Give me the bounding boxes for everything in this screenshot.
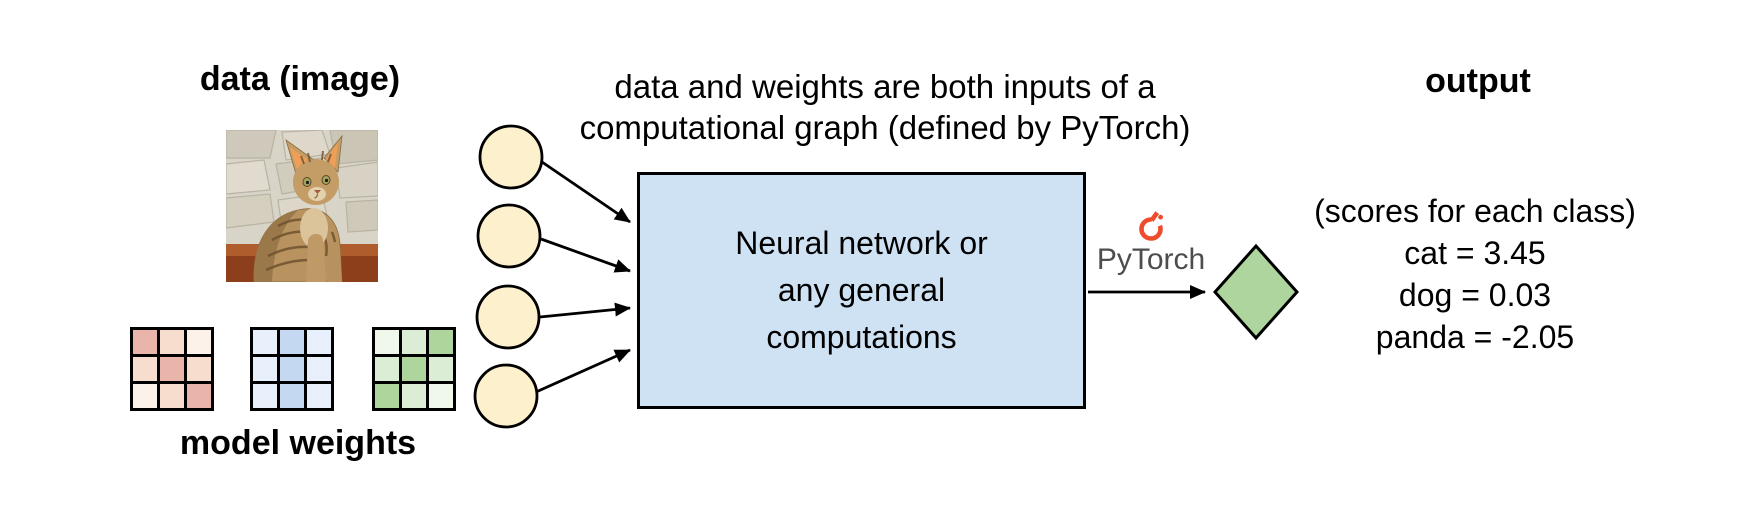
weight-cell	[160, 330, 184, 354]
weight-cell	[429, 384, 453, 408]
weight-cell	[375, 330, 399, 354]
weight-cell	[375, 357, 399, 381]
model-weights-label: model weights	[179, 424, 417, 462]
weight-cell	[402, 330, 426, 354]
weight-cell	[402, 384, 426, 408]
data-image-label: data (image)	[199, 60, 401, 98]
input-arrow-3	[539, 302, 631, 319]
box-line-2: any general	[777, 272, 946, 308]
score-line-panda: panda = -2.05	[1375, 319, 1575, 355]
weight-cell	[402, 357, 426, 381]
diagram-caption: data and weights are both inputs of a co…	[555, 66, 1215, 148]
weight-cell	[187, 384, 211, 408]
weight-cell	[307, 357, 331, 381]
weight-grid-green	[372, 327, 456, 411]
weight-cell	[133, 330, 157, 354]
weight-grid-blue	[250, 327, 334, 411]
caption-line-2: computational graph (defined by PyTorch)	[579, 109, 1191, 146]
pytorch-label: PyTorch	[1096, 243, 1206, 276]
compute-box: Neural network or any general computatio…	[637, 172, 1086, 409]
input-arrow-2	[540, 237, 631, 273]
output-label: output	[1425, 62, 1531, 100]
score-line-cat: cat = 3.45	[1404, 235, 1546, 271]
box-line-3: computations	[766, 319, 957, 355]
weight-cell	[253, 357, 277, 381]
weight-cell	[160, 357, 184, 381]
weight-cell	[307, 384, 331, 408]
weight-grid-red	[130, 327, 214, 411]
weight-cell	[280, 330, 304, 354]
cat-photo-image	[226, 130, 378, 282]
input-node-3	[475, 284, 541, 350]
caption-line-1: data and weights are both inputs of a	[614, 68, 1156, 105]
input-arrow-1	[541, 160, 631, 224]
weight-cell	[280, 357, 304, 381]
scores-caption: (scores for each class)	[1314, 193, 1636, 229]
scores-block: (scores for each class) cat = 3.45 dog =…	[1280, 190, 1670, 358]
weight-cell	[133, 357, 157, 381]
score-line-dog: dog = 0.03	[1398, 277, 1552, 313]
input-node-2	[476, 203, 542, 269]
tabby-cat	[253, 134, 343, 282]
box-line-1: Neural network or	[735, 225, 988, 261]
weight-cell	[253, 330, 277, 354]
weight-cell	[429, 330, 453, 354]
weight-cell	[307, 330, 331, 354]
weight-cell	[429, 357, 453, 381]
input-arrow-4	[535, 348, 631, 394]
weight-cell	[133, 384, 157, 408]
weight-cell	[280, 384, 304, 408]
weight-cell	[160, 384, 184, 408]
input-node-4	[473, 363, 539, 429]
input-node-1	[478, 124, 544, 190]
weight-cell	[375, 384, 399, 408]
pytorch-flame-icon	[1139, 210, 1168, 241]
weight-cell	[187, 357, 211, 381]
weight-cell	[253, 384, 277, 408]
weight-cell	[187, 330, 211, 354]
